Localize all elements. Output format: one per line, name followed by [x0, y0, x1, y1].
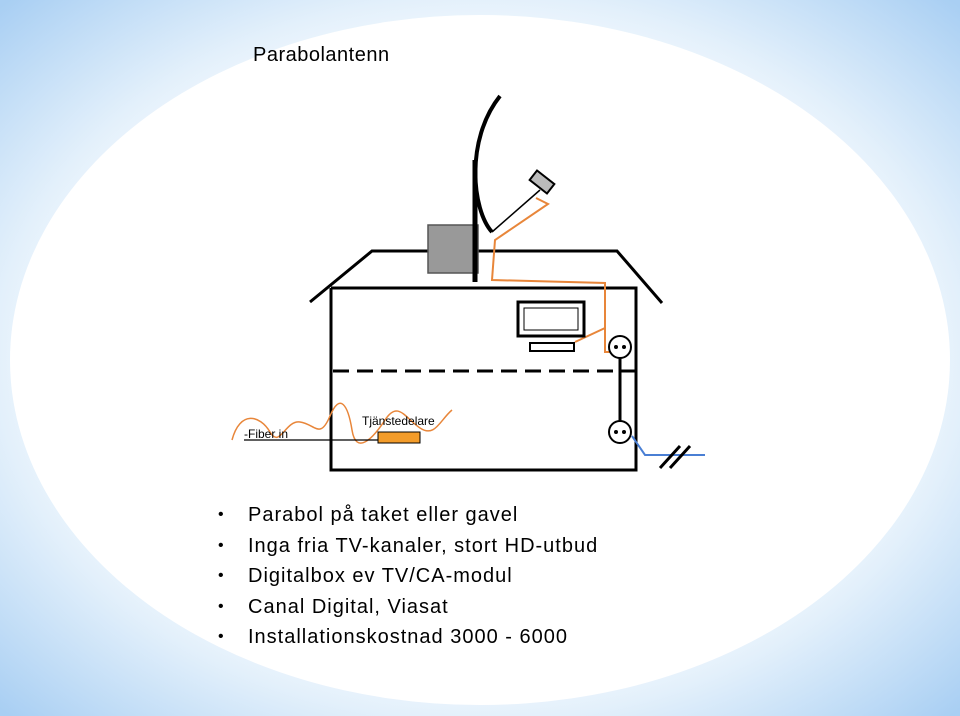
fiber-in-label: -Fiber in: [244, 427, 288, 441]
list-item: •Digitalbox ev TV/CA-modul: [218, 565, 513, 587]
house-roof: [309, 249, 664, 304]
blue-cable: [631, 435, 705, 456]
list-item-text: Parabol på taket eller gavel: [248, 504, 519, 526]
outlet-lower: [608, 420, 632, 444]
list-item: •Installationskostnad 3000 - 6000: [218, 626, 568, 648]
outlet-upper: [608, 335, 632, 359]
list-item: •Canal Digital, Viasat: [218, 595, 449, 618]
cable-cut-mark-1: [658, 444, 682, 470]
list-item: •Parabol på taket eller gavel: [218, 504, 519, 526]
slide-title: Parabolantenn: [253, 44, 390, 66]
list-item: •Inga fria TV-kanaler, stort HD-utbud: [218, 534, 599, 557]
dish-arm: [491, 189, 541, 233]
satellite-dish: [473, 94, 502, 234]
list-item-text: Digitalbox ev TV/CA-modul: [248, 565, 513, 587]
list-item-text: Canal Digital, Viasat: [248, 595, 449, 618]
lnb: [528, 169, 556, 195]
house-walls: [329, 286, 638, 472]
cable-cut-mark-2: [668, 444, 692, 470]
dish-box: [427, 224, 479, 274]
signal-cable-outlet: [604, 328, 610, 353]
list-item-text: Installationskostnad 3000 - 6000: [248, 626, 568, 648]
list-item-text: Inga fria TV-kanaler, stort HD-utbud: [248, 534, 599, 557]
fiber-squiggle: [231, 402, 453, 444]
service-provider-label: Tjänstedelare: [362, 414, 435, 428]
tv-stand: [529, 342, 575, 352]
service-provider-box: [377, 431, 421, 444]
feature-list: •Parabol på taket eller gavel •Inga fria…: [218, 500, 598, 653]
